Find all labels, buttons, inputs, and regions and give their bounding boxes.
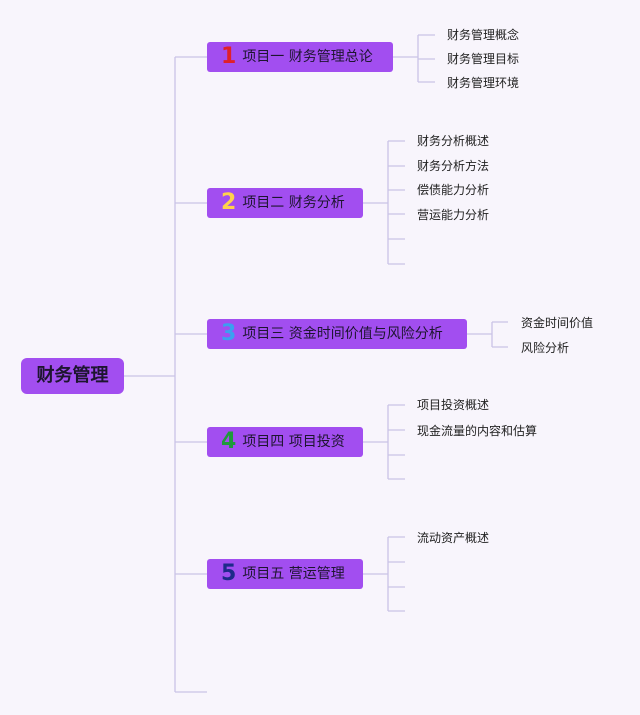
branch-node-4[interactable]: 4 项目四 项目投资 xyxy=(207,427,363,457)
branch-node-3[interactable]: 3 项目三 资金时间价值与风险分析 xyxy=(207,319,467,349)
leaf-node[interactable]: 现金流量的内容和估算 xyxy=(417,424,538,438)
branch-node-5[interactable]: 5 项目五 营运管理 xyxy=(207,559,363,589)
branch-number: 5 xyxy=(221,561,237,586)
leaf-node[interactable]: 项目投资概述 xyxy=(417,398,490,412)
leaf-node[interactable]: 财务管理目标 xyxy=(447,52,520,66)
leaf-node[interactable]: 财务管理环境 xyxy=(447,76,520,90)
branch-label: 项目一 财务管理总论 xyxy=(242,49,373,65)
leaf-node[interactable]: 营运能力分析 xyxy=(417,208,490,222)
root-node[interactable]: 财务管理 xyxy=(21,358,124,394)
leaf-node[interactable]: 财务分析概述 xyxy=(417,134,490,148)
branch-number: 2 xyxy=(221,190,237,215)
branch-node-2[interactable]: 2 项目二 财务分析 xyxy=(207,188,363,218)
branch-2-leaf-connectors xyxy=(363,140,405,265)
leaf-node[interactable]: 偿债能力分析 xyxy=(417,183,490,197)
branch-label: 项目三 资金时间价值与风险分析 xyxy=(242,326,443,342)
branch-label: 项目四 项目投资 xyxy=(242,434,345,450)
leaf-node[interactable]: 资金时间价值 xyxy=(521,316,594,330)
branch-4-leaf-connectors xyxy=(363,404,405,480)
branch-1-leaf-connectors xyxy=(393,34,435,83)
branch-node-1[interactable]: 1 项目一 财务管理总论 xyxy=(207,42,393,72)
leaf-node[interactable]: 风险分析 xyxy=(521,341,570,355)
branch-number: 3 xyxy=(221,321,237,346)
branch-number: 1 xyxy=(221,44,237,69)
branch-label: 项目二 财务分析 xyxy=(242,195,345,211)
branch-3-leaf-connectors xyxy=(467,321,508,348)
leaf-node[interactable]: 财务分析方法 xyxy=(417,159,490,173)
branch-5-leaf-connectors xyxy=(363,536,405,612)
branch-connectors xyxy=(175,56,207,693)
leaf-node[interactable]: 财务管理概念 xyxy=(447,28,520,42)
branch-label: 项目五 营运管理 xyxy=(242,566,345,582)
leaf-node[interactable]: 流动资产概述 xyxy=(417,531,490,545)
branch-number: 4 xyxy=(221,429,237,454)
